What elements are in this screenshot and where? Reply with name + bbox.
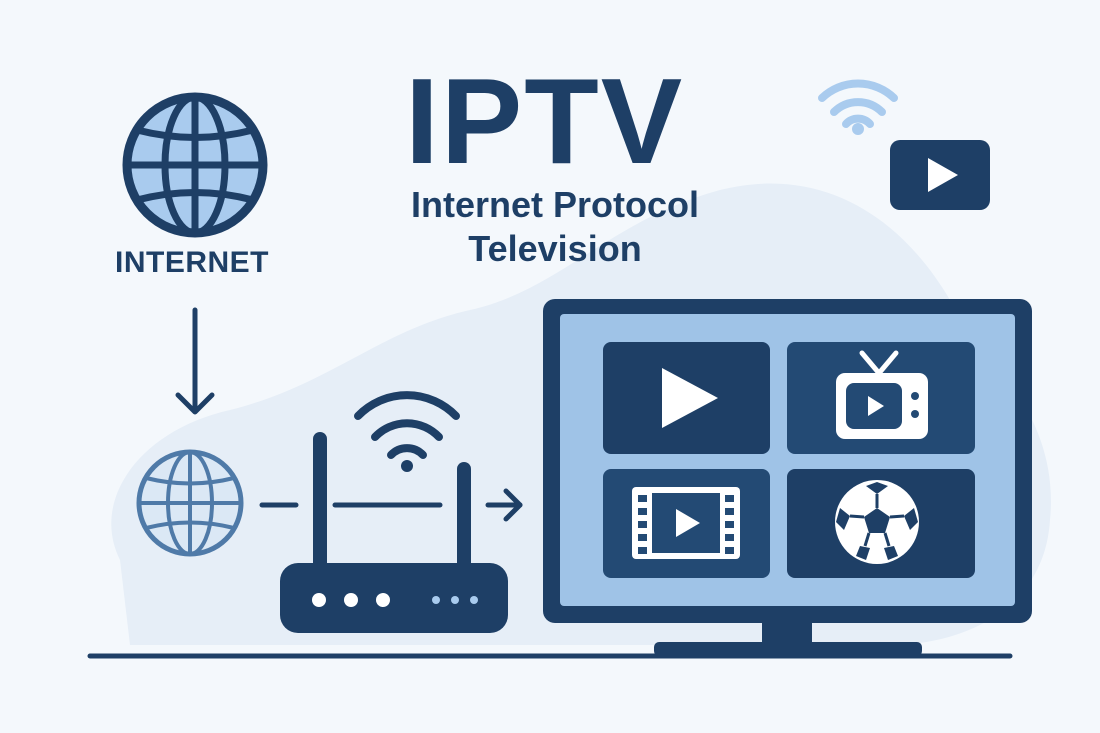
internet-label: INTERNET bbox=[115, 246, 269, 279]
router-icon bbox=[280, 432, 508, 633]
small-globe-icon bbox=[136, 449, 244, 557]
wifi-icon bbox=[818, 79, 898, 135]
page-title: IPTV bbox=[405, 53, 685, 189]
connection-line bbox=[259, 488, 523, 522]
film-strip-icon bbox=[632, 487, 740, 559]
down-arrow-icon bbox=[175, 307, 215, 415]
video-play-icon bbox=[890, 140, 990, 210]
soccer-ball-icon bbox=[835, 480, 919, 564]
retro-tv-icon bbox=[836, 350, 928, 439]
router-wifi-icon bbox=[354, 391, 460, 472]
tile-live-tv bbox=[787, 342, 975, 454]
tile-movies bbox=[603, 469, 770, 578]
page-subtitle: Internet Protocol Television bbox=[410, 184, 700, 269]
internet-globe-icon bbox=[122, 92, 268, 238]
play-icon bbox=[662, 368, 718, 428]
tile-play bbox=[603, 342, 770, 454]
tile-sports bbox=[787, 469, 975, 578]
